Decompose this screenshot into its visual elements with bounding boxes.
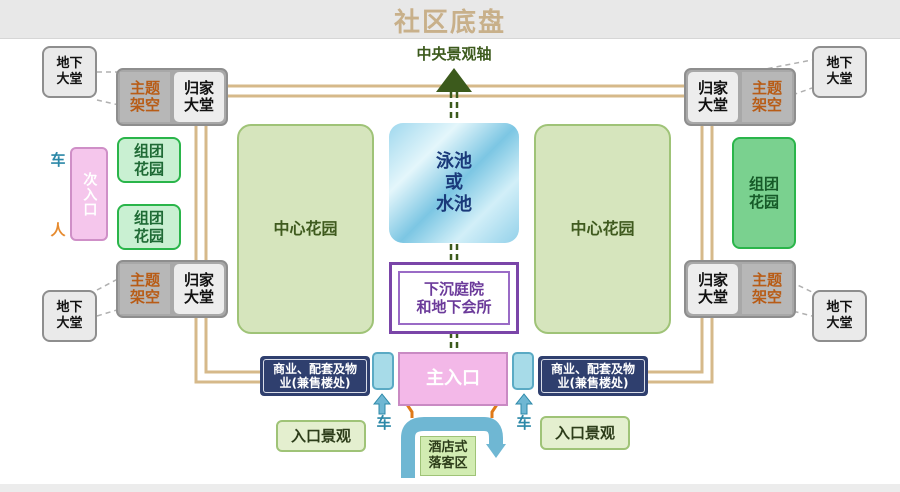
home-lobby-label: 归家 大堂 [174, 72, 224, 122]
group-garden-right: 组团 花园 [732, 137, 796, 249]
sunken-courtyard-label: 下沉庭院 和地下会所 [398, 271, 510, 325]
page-title: 社区底盘 [393, 8, 506, 38]
pool: 泳池 或 水池 [389, 123, 519, 243]
bottom-bar [0, 484, 900, 492]
side-person-label: 人 [50, 221, 66, 239]
group-garden-left-top: 组团 花园 [117, 137, 181, 183]
entrance-car-arrows-icon [372, 393, 534, 415]
hotel-dropoff: 酒店式 落客区 [420, 436, 476, 476]
entrance-landscape-left: 入口景观 [276, 420, 366, 452]
commerce-right-label: 商业、配套及物 业(兼售楼处) [541, 359, 645, 393]
underground-lobby-bottom-right: 地下 大堂 [812, 290, 867, 342]
axis-arrow-icon [436, 68, 472, 92]
secondary-entrance: 次入口 [70, 147, 108, 241]
lobby-block-top-right: 归家 大堂 主题 架空 [684, 68, 796, 126]
entrance-landscape-right: 入口景观 [540, 416, 630, 450]
home-lobby-label: 归家 大堂 [688, 72, 738, 122]
dropoff-loop-road [401, 417, 503, 478]
central-axis-label: 中央景观轴 [416, 45, 492, 63]
central-garden-left: 中心花园 [237, 124, 374, 334]
home-lobby-label: 归家 大堂 [688, 264, 738, 314]
theme-stilt-label: 主题 架空 [120, 264, 170, 314]
side-car-label: 车 [50, 151, 66, 169]
commerce-left-label: 商业、配套及物 业(兼售楼处) [263, 359, 367, 393]
underground-lobby-bottom-left: 地下 大堂 [42, 290, 97, 342]
commerce-right: 商业、配套及物 业(兼售楼处) [538, 356, 648, 396]
theme-stilt-label: 主题 架空 [742, 72, 792, 122]
dropoff-arrow-icon [486, 444, 506, 458]
lobby-block-bottom-left: 主题 架空 归家 大堂 [116, 260, 228, 318]
commerce-left: 商业、配套及物 业(兼售楼处) [260, 356, 370, 396]
theme-stilt-label: 主题 架空 [120, 72, 170, 122]
theme-stilt-label: 主题 架空 [742, 264, 792, 314]
central-garden-right: 中心花园 [534, 124, 671, 334]
lobby-block-bottom-right: 归家 大堂 主题 架空 [684, 260, 796, 318]
sunken-courtyard: 下沉庭院 和地下会所 [389, 262, 519, 334]
group-garden-left-bottom: 组团 花园 [117, 204, 181, 250]
main-entrance: 主入口 [398, 352, 508, 406]
home-lobby-label: 归家 大堂 [174, 264, 224, 314]
lobby-block-top-left: 主题 架空 归家 大堂 [116, 68, 228, 126]
guard-house-left [372, 352, 394, 390]
title-bar: 社区底盘 [0, 0, 900, 39]
guard-house-right [512, 352, 534, 390]
entrance-car-label-left: 车 [376, 414, 392, 432]
entrance-car-label-right: 车 [516, 414, 532, 432]
central-axis-line [449, 92, 459, 352]
underground-lobby-top-right: 地下 大堂 [812, 46, 867, 98]
underground-lobby-top-left: 地下 大堂 [42, 46, 97, 98]
